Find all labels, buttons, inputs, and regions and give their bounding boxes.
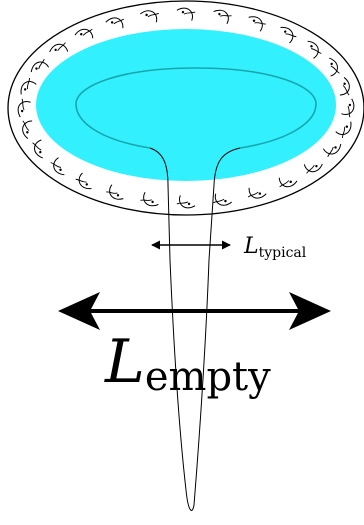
curved-cell-icon: [32, 139, 44, 159]
empty-width-arrow: [58, 292, 331, 330]
curved-cell-icon: [247, 187, 267, 199]
curved-cell-icon: [307, 40, 322, 59]
curved-cell-icon: [140, 10, 159, 23]
curved-cell-icon: [335, 121, 352, 139]
curved-cell-icon: [30, 58, 50, 73]
curved-cell-icon: [341, 98, 355, 118]
curved-cell-icon: [280, 26, 297, 44]
curved-cell-icon: [213, 9, 232, 24]
curved-cell-icon: [176, 7, 196, 21]
curved-cell-icon: [278, 177, 298, 188]
curved-cell-icon: [105, 17, 125, 29]
curved-cell-icon: [106, 184, 124, 200]
curved-cell-icon: [248, 16, 266, 32]
typical-length-label: Ltypical: [243, 234, 307, 261]
curved-cell-icon: [20, 77, 37, 95]
curved-cell-icon: [322, 143, 342, 158]
cyan-fill-region: [36, 29, 336, 181]
curved-cell-icon: [176, 195, 196, 209]
curved-cell-icon: [328, 57, 340, 77]
curved-cell-icon: [75, 172, 92, 190]
curved-cell-icon: [17, 98, 31, 118]
empty-length-label: Lempty: [104, 327, 271, 400]
curved-cell-icon: [140, 192, 159, 207]
curved-cell-icon: [213, 193, 232, 206]
inner-ring-with-funnel-mouth: [75, 67, 317, 149]
funnel-stem: [149, 147, 241, 511]
curved-cell-icon: [49, 42, 69, 53]
curved-cell-icon: [303, 163, 323, 174]
curved-cell-icon: [339, 77, 350, 96]
curved-cell-icon: [50, 157, 65, 176]
curved-cell-icon: [22, 120, 33, 139]
rim-cells: [17, 7, 355, 209]
curved-cell-icon: [74, 28, 94, 39]
